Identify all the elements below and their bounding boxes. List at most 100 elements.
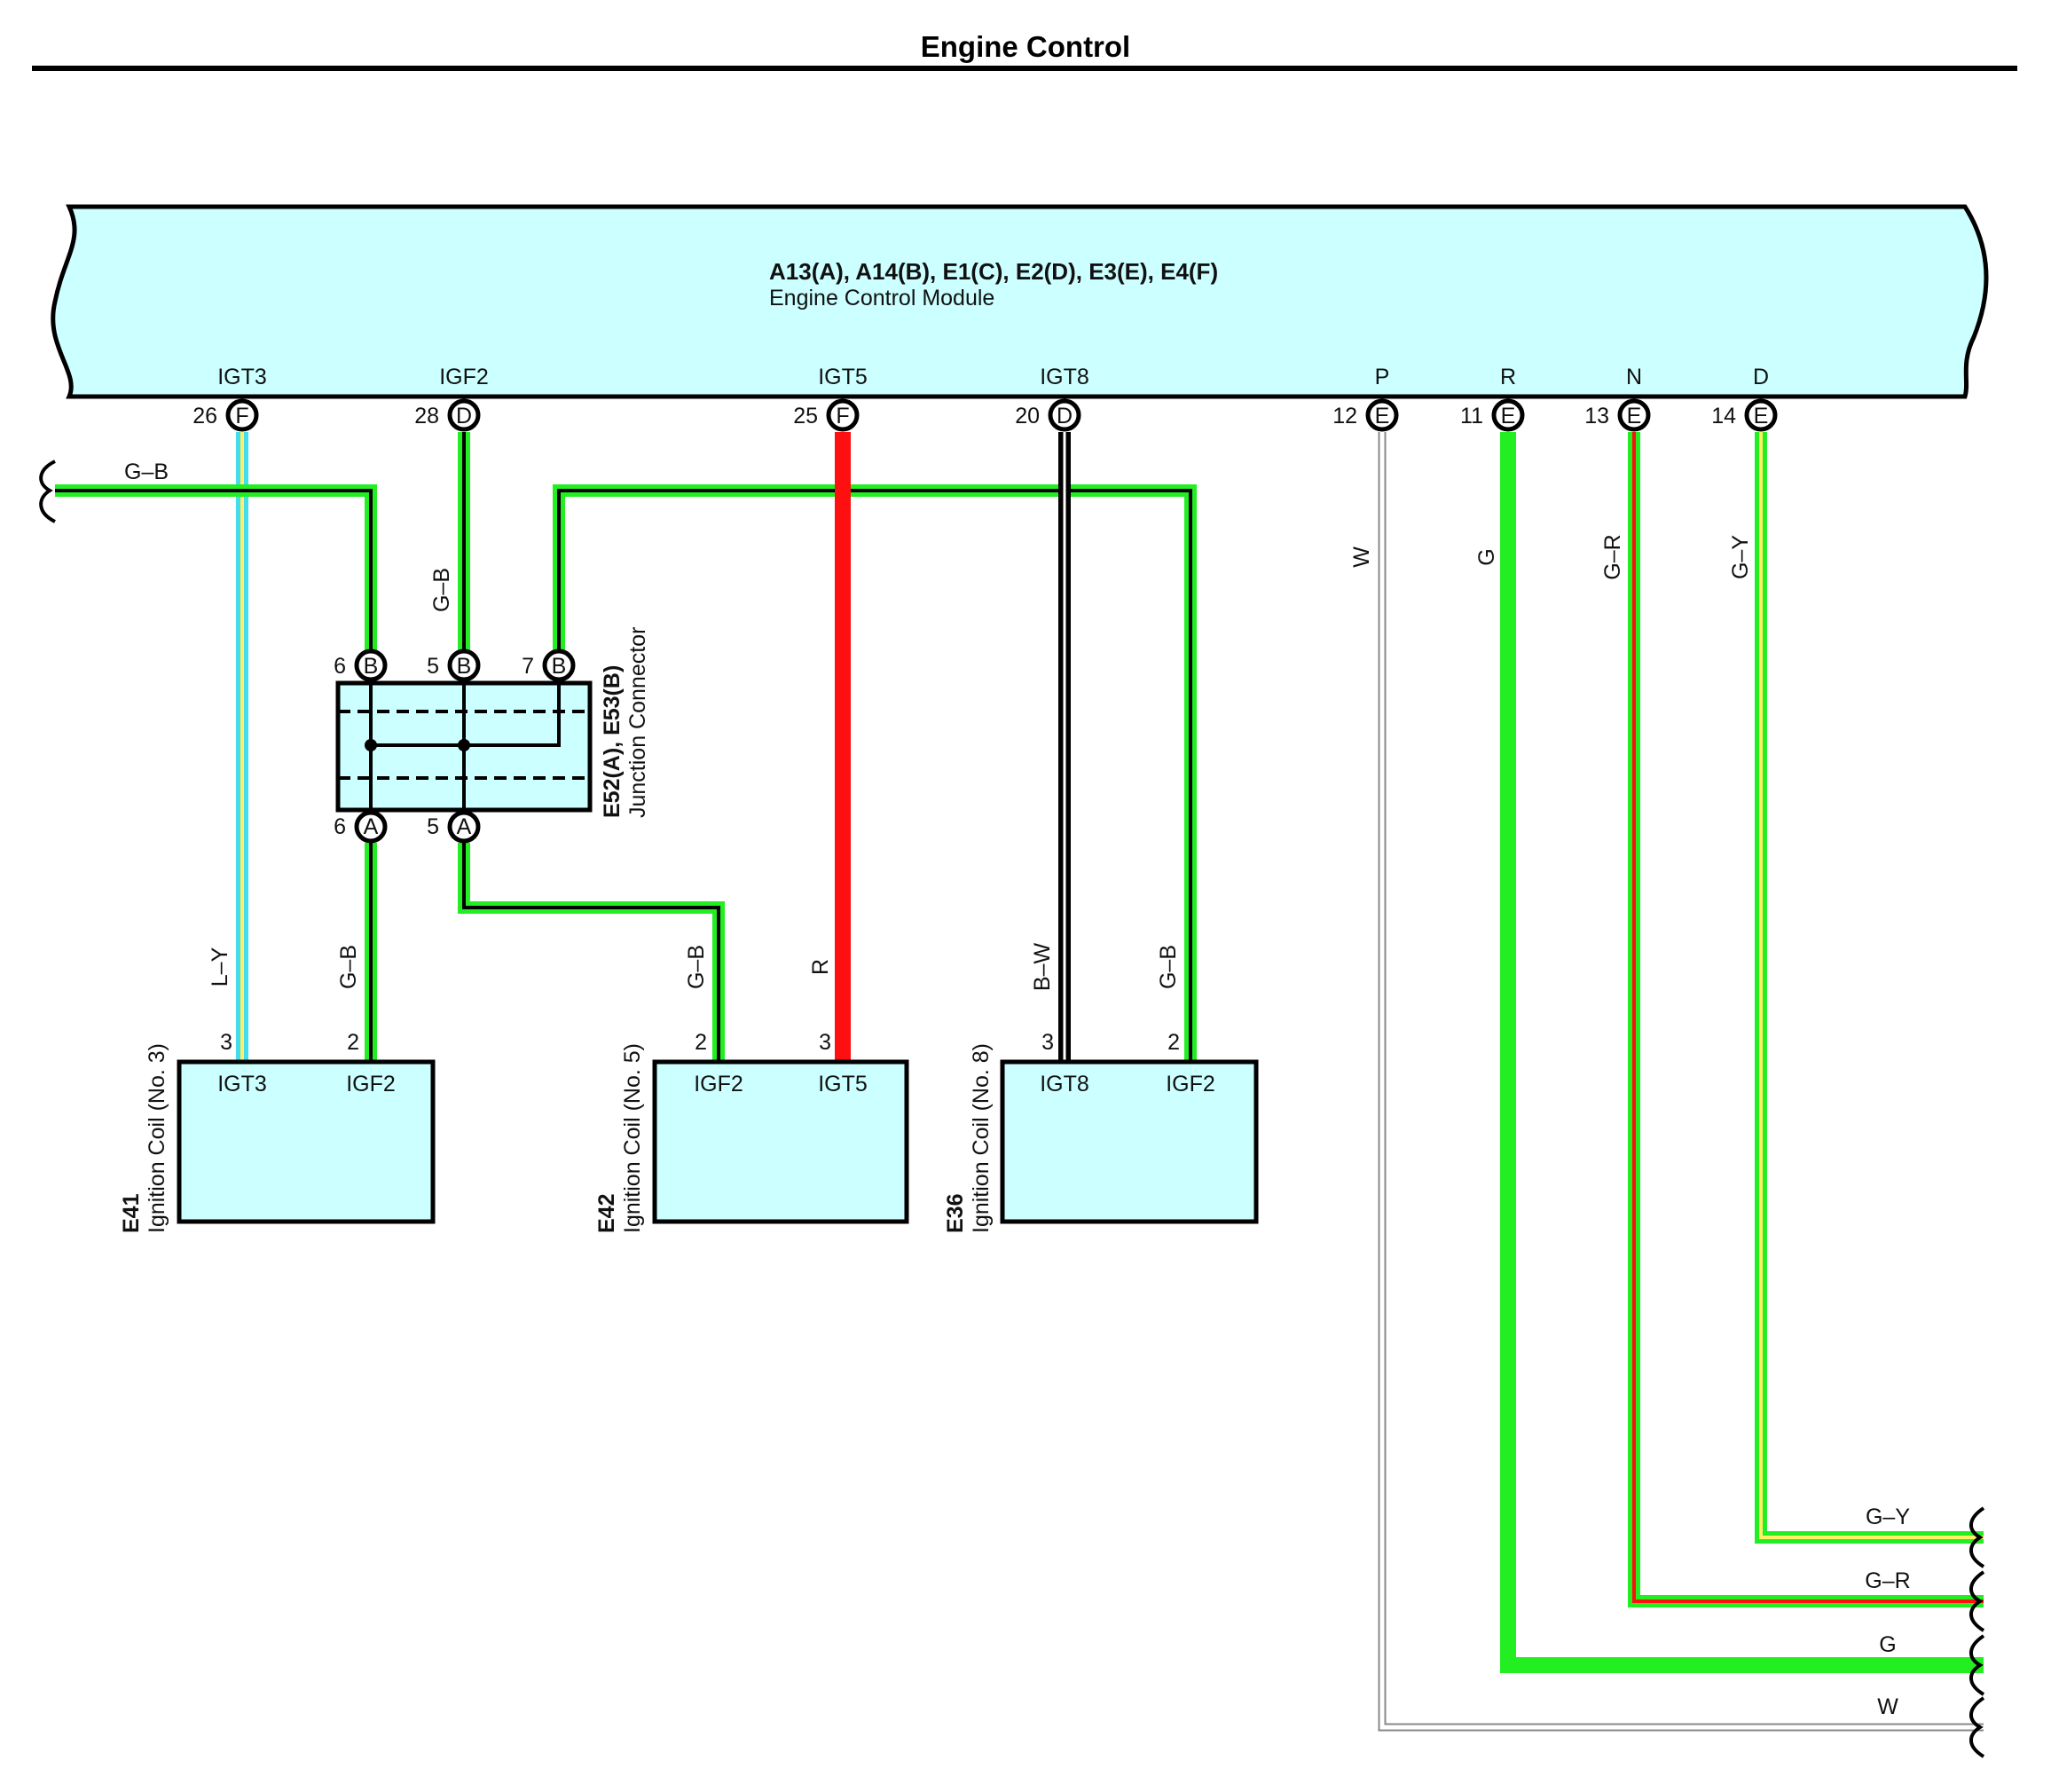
ecm-pin-label-igt5: IGT5 bbox=[818, 365, 868, 389]
wire-label-ly-coil3: L–Y bbox=[208, 947, 232, 986]
wire-gy-d bbox=[1755, 432, 1984, 1544]
wire-label-g: G bbox=[1474, 548, 1499, 565]
ecm-pin-label-igf2: IGF2 bbox=[439, 365, 489, 389]
ecm-pin-20d: 20 D bbox=[1015, 398, 1081, 432]
coil5-name: Ignition Coil (No. 5) bbox=[620, 1043, 645, 1233]
wire-w-p bbox=[1378, 432, 1984, 1732]
ecm-pin-14e: 14 E bbox=[1711, 398, 1778, 432]
ecm-pin-conn: E bbox=[1501, 404, 1516, 428]
wire-label-gr: G–R bbox=[1600, 534, 1625, 579]
ecm-pin-28d: 28 D bbox=[414, 398, 481, 432]
ecm-pin-conn: D bbox=[456, 404, 472, 428]
wire-gr-n bbox=[1628, 432, 1984, 1607]
coil3-pin-label: IGT3 bbox=[217, 1072, 267, 1096]
engine-control-module: A13(A), A14(B), E1(C), E2(D), E3(E), E4(… bbox=[51, 204, 1989, 399]
coil5-code: E42 bbox=[594, 1194, 619, 1233]
junction-pin-num: 6 bbox=[334, 814, 346, 839]
ecm-pin-num: 11 bbox=[1460, 404, 1483, 428]
ecm-pin-13e: 13 E bbox=[1584, 398, 1651, 432]
coil3-code: E41 bbox=[119, 1193, 144, 1233]
wire-breaks bbox=[39, 460, 1985, 1758]
junction-pin-num: 5 bbox=[427, 654, 439, 679]
ecm-pin-11e: 11 E bbox=[1460, 398, 1525, 432]
junction-name: Junction Connector bbox=[625, 627, 650, 818]
junction-pin-conn: B bbox=[552, 654, 567, 679]
coil5-pin-num: 2 bbox=[695, 1030, 707, 1055]
junction-code: E52(A), E53(B) bbox=[600, 665, 625, 818]
wire-label-gy-right: G–Y bbox=[1866, 1505, 1910, 1529]
coil5-pin-label: IGF2 bbox=[694, 1072, 743, 1096]
ecm-name: Engine Control Module bbox=[769, 286, 994, 310]
junction-pin-6b: 6 B bbox=[334, 648, 388, 682]
wire-label-gb-coil8: G–B bbox=[1156, 945, 1181, 989]
junction-pin-5a: 5 A bbox=[427, 810, 481, 844]
wire-label-w: W bbox=[1349, 546, 1374, 568]
coil8-pin-num: 2 bbox=[1167, 1030, 1180, 1055]
ecm-pin-num: 28 bbox=[414, 404, 439, 428]
coil8-body bbox=[1000, 1059, 1259, 1224]
wire-label-gb-coil5: G–B bbox=[684, 945, 709, 989]
coil3-pin-num: 2 bbox=[347, 1030, 359, 1055]
wire-gb-coil5 bbox=[458, 843, 725, 1062]
title-rule bbox=[32, 66, 2017, 71]
ecm-pin-conn: E bbox=[1627, 404, 1642, 428]
wire-label-r-coil5: R bbox=[808, 959, 833, 975]
ignition-coil-no3: 3 2 IGT3 IGF2 E41 Ignition Coil (No. 3) bbox=[119, 1030, 436, 1233]
ecm-pin-num: 12 bbox=[1332, 404, 1357, 428]
coil8-pin-num: 3 bbox=[1041, 1030, 1054, 1055]
junction-pin-num: 5 bbox=[427, 814, 439, 839]
break-right-w bbox=[1969, 1696, 1985, 1758]
junction-pin-conn: A bbox=[457, 814, 472, 839]
ecm-pins: 26 F 28 D 25 F 20 D 12 E 11 E bbox=[193, 398, 1778, 432]
wire-label-gb-left: G–B bbox=[124, 460, 169, 484]
coil5-body bbox=[652, 1059, 909, 1224]
ecm-pin-label-d: D bbox=[1753, 365, 1769, 389]
ecm-pin-label-n: N bbox=[1626, 365, 1642, 389]
break-right-gy bbox=[1969, 1506, 1985, 1568]
ecm-pin-12e: 12 E bbox=[1332, 398, 1399, 432]
ecm-pin-num: 13 bbox=[1584, 404, 1609, 428]
ecm-pin-conn: F bbox=[836, 404, 849, 428]
wire-label-g-right: G bbox=[1879, 1632, 1896, 1657]
ecm-pin-num: 26 bbox=[193, 404, 217, 428]
coil3-body bbox=[177, 1059, 436, 1224]
wire-gb-junction-coil8 bbox=[553, 484, 1197, 1062]
ecm-pin-num: 20 bbox=[1015, 404, 1040, 428]
junction-pin-conn: B bbox=[364, 654, 379, 679]
break-left-gb bbox=[39, 460, 56, 523]
junction-pin-6a: 6 A bbox=[334, 810, 388, 844]
coil3-pin-label: IGF2 bbox=[346, 1072, 396, 1096]
coil5-pin-num: 3 bbox=[819, 1030, 831, 1055]
ecm-pin-conn: E bbox=[1375, 404, 1390, 428]
ecm-pin-num: 14 bbox=[1711, 404, 1736, 428]
coil8-pin-label: IGF2 bbox=[1166, 1072, 1215, 1096]
junction-pin-conn: A bbox=[364, 814, 379, 839]
coil8-name: Ignition Coil (No. 8) bbox=[969, 1043, 994, 1233]
wire-gb-left bbox=[55, 484, 377, 650]
junction-pin-7b: 7 B bbox=[522, 648, 576, 682]
ecm-pin-conn: F bbox=[235, 404, 248, 428]
ignition-coil-no8: 3 2 IGT8 IGF2 E36 Ignition Coil (No. 8) bbox=[943, 1030, 1259, 1233]
ecm-pin-label-igt8: IGT8 bbox=[1040, 365, 1089, 389]
ecm-pin-label-p: P bbox=[1375, 365, 1390, 389]
ecm-pin-conn: E bbox=[1754, 404, 1769, 428]
break-right-g bbox=[1969, 1634, 1985, 1696]
ecm-pin-num: 25 bbox=[793, 404, 818, 428]
break-right-gr bbox=[1969, 1570, 1985, 1632]
ecm-pin-25f: 25 F bbox=[793, 398, 860, 432]
ecm-pin-label-r: R bbox=[1500, 365, 1516, 389]
junction-pin-num: 6 bbox=[334, 654, 346, 679]
wire-label-bw-coil8: B–W bbox=[1030, 943, 1055, 992]
ecm-connectors: A13(A), A14(B), E1(C), E2(D), E3(E), E4(… bbox=[769, 258, 1218, 285]
junction-pin-num: 7 bbox=[522, 654, 534, 679]
ignition-coil-no5: 2 3 IGF2 IGT5 E42 Ignition Coil (No. 5) bbox=[594, 1030, 909, 1233]
junction-pin-5b: 5 B bbox=[427, 648, 481, 682]
junction-connector: 6 B 5 B 7 B 6 A 5 A E52(A), E53(B) Junct… bbox=[334, 627, 650, 844]
wire-label-gr-right: G–R bbox=[1865, 1568, 1910, 1593]
ecm-pin-conn: D bbox=[1057, 404, 1073, 428]
coil8-code: E36 bbox=[943, 1194, 968, 1233]
coil3-name: Ignition Coil (No. 3) bbox=[145, 1043, 169, 1233]
wire-label-gy: G–Y bbox=[1728, 535, 1753, 579]
wire-g-r bbox=[1500, 432, 1984, 1673]
